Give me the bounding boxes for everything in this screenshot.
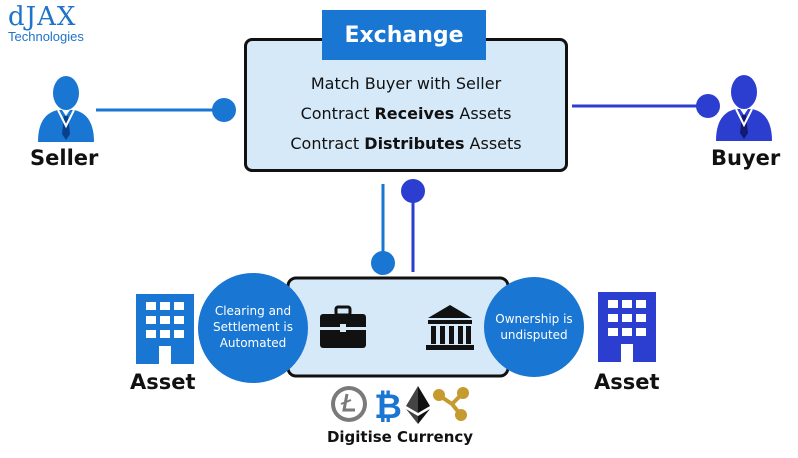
litecoin-icon xyxy=(331,386,367,422)
left-building-icon xyxy=(136,294,194,364)
seller-label: Seller xyxy=(30,146,99,170)
briefcase-icon xyxy=(320,305,366,348)
buyer-connector-dot xyxy=(696,94,720,118)
exchange-panel xyxy=(244,38,568,172)
asset-left-label: Asset xyxy=(130,370,196,394)
svg-text:₿: ₿ xyxy=(374,387,402,427)
line3-bold: Distributes xyxy=(364,134,465,153)
exchange-line-match: Match Buyer with Seller xyxy=(244,74,568,93)
ownership-line-1: Ownership is xyxy=(495,312,573,326)
right-building-icon xyxy=(598,292,656,362)
line3-post: Assets xyxy=(464,134,522,153)
bitcoin-icon: ₿ xyxy=(374,387,402,427)
line2-bold: Receives xyxy=(374,104,455,123)
ethereum-icon xyxy=(406,386,430,424)
buyer-person-icon xyxy=(716,75,772,141)
clearing-line-1: Clearing and xyxy=(214,304,292,318)
ownership-circle xyxy=(484,277,584,377)
exchange-line-distributes: Contract Distributes Assets xyxy=(244,134,568,153)
contract-distribute-dot xyxy=(401,179,425,203)
clearing-line-3: Automated xyxy=(219,336,287,350)
exchange-line-match-text: Match Buyer with Seller xyxy=(310,74,502,93)
contract-receive-dot xyxy=(371,251,395,275)
exchange-title: Exchange xyxy=(322,10,486,60)
clearing-line-2: Settlement is xyxy=(213,320,293,334)
buyer-label: Buyer xyxy=(711,146,781,170)
brand-name: dJAX xyxy=(8,2,77,32)
bank-icon xyxy=(426,305,474,350)
ripple-icon xyxy=(433,387,469,421)
line2-post: Assets xyxy=(454,104,512,123)
line2-pre: Contract xyxy=(300,104,375,123)
seller-person-icon xyxy=(38,76,94,142)
line3-pre: Contract xyxy=(290,134,365,153)
seller-connector-dot xyxy=(212,98,236,122)
clearing-circle xyxy=(198,273,308,383)
brand-tagline: Technologies xyxy=(8,29,84,44)
brand-logo: dJAX Technologies xyxy=(8,4,84,44)
currency-label: Digitise Currency xyxy=(326,428,474,446)
exchange-line-receives: Contract Receives Assets xyxy=(244,104,568,123)
clearing-text: Clearing and Settlement is Automated xyxy=(203,303,303,351)
ownership-line-2: undisputed xyxy=(500,328,568,342)
asset-right-label: Asset xyxy=(594,370,660,394)
ownership-text: Ownership is undisputed xyxy=(486,311,582,343)
